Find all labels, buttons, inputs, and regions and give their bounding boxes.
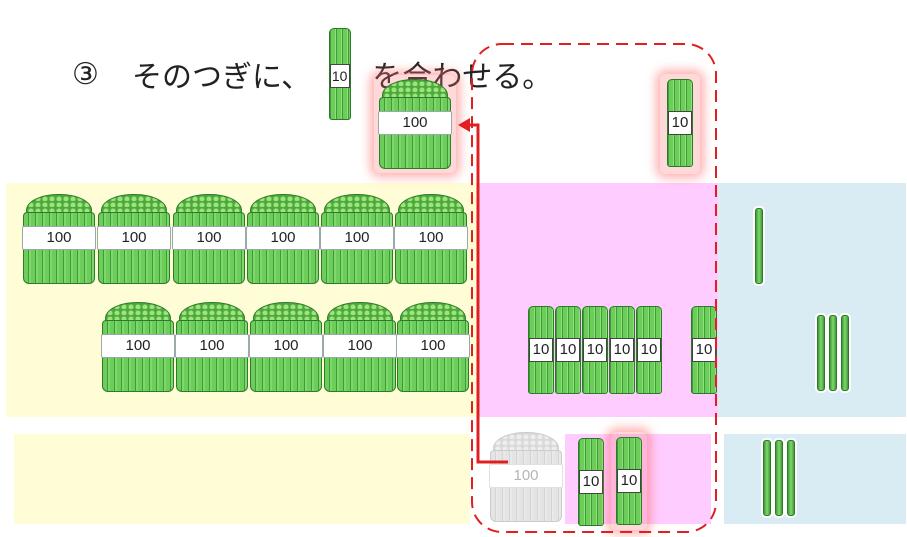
bundle-label: 100: [378, 111, 452, 135]
hundred-bundle: 100: [249, 302, 323, 392]
ten-bundle: 10: [609, 306, 635, 394]
bundle-label: 10: [617, 469, 641, 493]
ten-bundle: 10: [578, 438, 604, 526]
inline-ten-bundle-label: 10: [329, 64, 350, 88]
bundle-label: 10: [637, 338, 661, 362]
bundle-label: 100: [97, 226, 171, 250]
bundle-label: 100: [172, 226, 246, 250]
hundred-bundle: 100: [101, 302, 175, 392]
ones-zone-upper: [718, 183, 906, 417]
bundle-label: 100: [396, 334, 470, 358]
carry-arrow-line: [468, 123, 508, 464]
bundle-label: 100: [101, 334, 175, 358]
one-stick: [775, 440, 783, 516]
hundred-bundle-faded: 100: [489, 432, 563, 522]
bundle-label: 10: [668, 111, 692, 135]
inline-ten-bundle: 10: [327, 28, 357, 120]
ten-bundle: 10: [636, 306, 662, 394]
one-stick: [763, 440, 771, 516]
ones-zone-lower: [724, 434, 906, 524]
ten-bundle: 10: [691, 306, 717, 394]
hundred-bundle: 100: [394, 194, 468, 284]
bundle-label: 100: [320, 226, 394, 250]
hundred-bundle: 100: [175, 302, 249, 392]
hundreds-zone-lower: [14, 434, 470, 524]
ten-bundle: 10: [528, 306, 554, 394]
ten-bundle: 10: [555, 306, 581, 394]
hundred-bundle-result: 100: [378, 79, 452, 169]
bundle-label: 100: [22, 226, 96, 250]
one-stick: [829, 315, 837, 391]
step-number: ③: [72, 56, 99, 92]
bundle-label: 100: [175, 334, 249, 358]
hundred-bundle: 100: [172, 194, 246, 284]
bundle-label: 10: [529, 338, 553, 362]
carry-arrow-head: [458, 118, 470, 132]
bundle-label: 100: [394, 226, 468, 250]
bundle-label: 100: [323, 334, 397, 358]
bundle-label: 100: [489, 464, 563, 488]
dashed-grouping-outline: [471, 43, 717, 533]
hundred-bundle: 100: [22, 194, 96, 284]
hundred-bundle: 100: [396, 302, 470, 392]
bundle-label: 10: [556, 338, 580, 362]
bundle-label: 100: [246, 226, 320, 250]
hundred-bundle: 100: [246, 194, 320, 284]
one-stick: [787, 440, 795, 516]
bundle-label: 100: [249, 334, 323, 358]
ten-bundle-highlighted: 10: [616, 437, 642, 525]
one-stick: [841, 315, 849, 391]
bundle-label: 10: [583, 338, 607, 362]
ten-bundle: 10: [582, 306, 608, 394]
one-stick: [755, 208, 763, 284]
one-stick: [817, 315, 825, 391]
hundred-bundle: 100: [320, 194, 394, 284]
bundle-label: 10: [579, 470, 603, 494]
hundred-bundle: 100: [323, 302, 397, 392]
ten-bundle-top: 10: [667, 79, 693, 167]
bundle-label: 10: [692, 338, 716, 362]
instruction-text-before: そのつぎに、: [132, 60, 312, 95]
bundle-label: 10: [610, 338, 634, 362]
hundred-bundle: 100: [97, 194, 171, 284]
